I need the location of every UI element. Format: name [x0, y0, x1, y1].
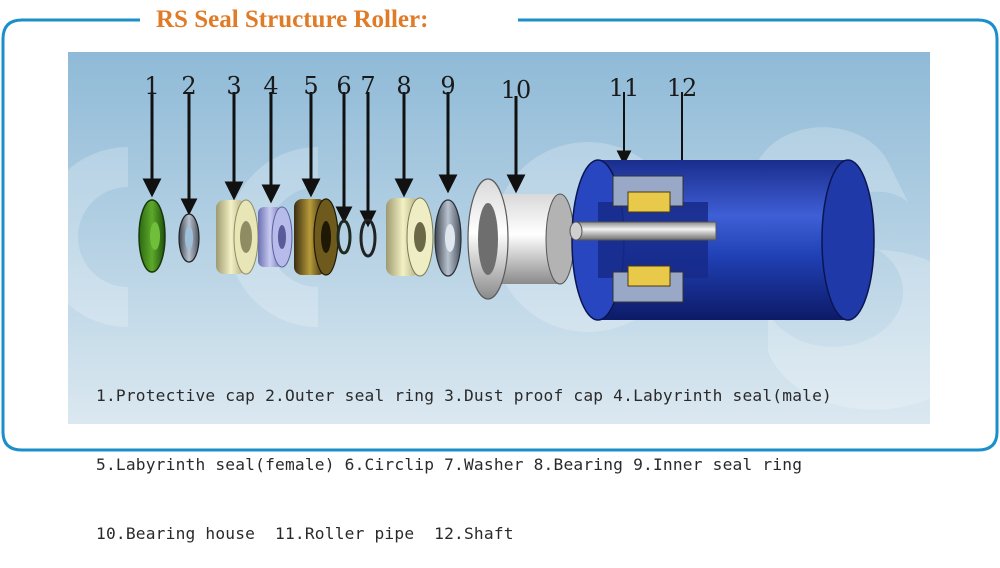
inner-seal-ring [434, 199, 462, 277]
legend-line: 5.Labyrinth seal(female) 6.Circlip 7.Was… [96, 455, 803, 474]
part-number-7: 7 [360, 72, 376, 100]
part-number-11: 11 [608, 74, 640, 102]
outer-seal-ring [178, 213, 200, 263]
part-number-2: 2 [181, 72, 197, 100]
part-number-1: 1 [144, 72, 160, 100]
bearing-house [467, 178, 575, 300]
dust-proof-cap [216, 199, 259, 275]
bearing [386, 197, 434, 277]
shaft [569, 221, 717, 241]
labyrinth-seal-male [258, 206, 293, 268]
part-number-8: 8 [396, 72, 412, 100]
circlip [336, 219, 352, 255]
frame-border [1, 18, 999, 452]
part-number-9: 9 [440, 72, 456, 100]
pointer-arrows [142, 92, 690, 228]
part-number-4: 4 [263, 72, 279, 100]
legend-line: 1.Protective cap 2.Outer seal ring 3.Dus… [96, 386, 832, 405]
roller-exploded-view [68, 52, 930, 424]
part-number-3: 3 [226, 72, 242, 100]
part-number-5: 5 [303, 72, 319, 100]
labyrinth-seal-female [294, 198, 339, 276]
protective-cap [138, 199, 166, 273]
part-number-6: 6 [336, 72, 352, 100]
legend-line: 10.Bearing house 11.Roller pipe 12.Shaft [96, 524, 514, 543]
diagram-title: RS Seal Structure Roller: [150, 3, 435, 37]
part-number-10: 10 [500, 76, 532, 104]
part-number-12: 12 [666, 74, 698, 102]
parts-legend: 1.Protective cap 2.Outer seal ring 3.Dus… [96, 338, 926, 568]
washer [359, 218, 377, 258]
